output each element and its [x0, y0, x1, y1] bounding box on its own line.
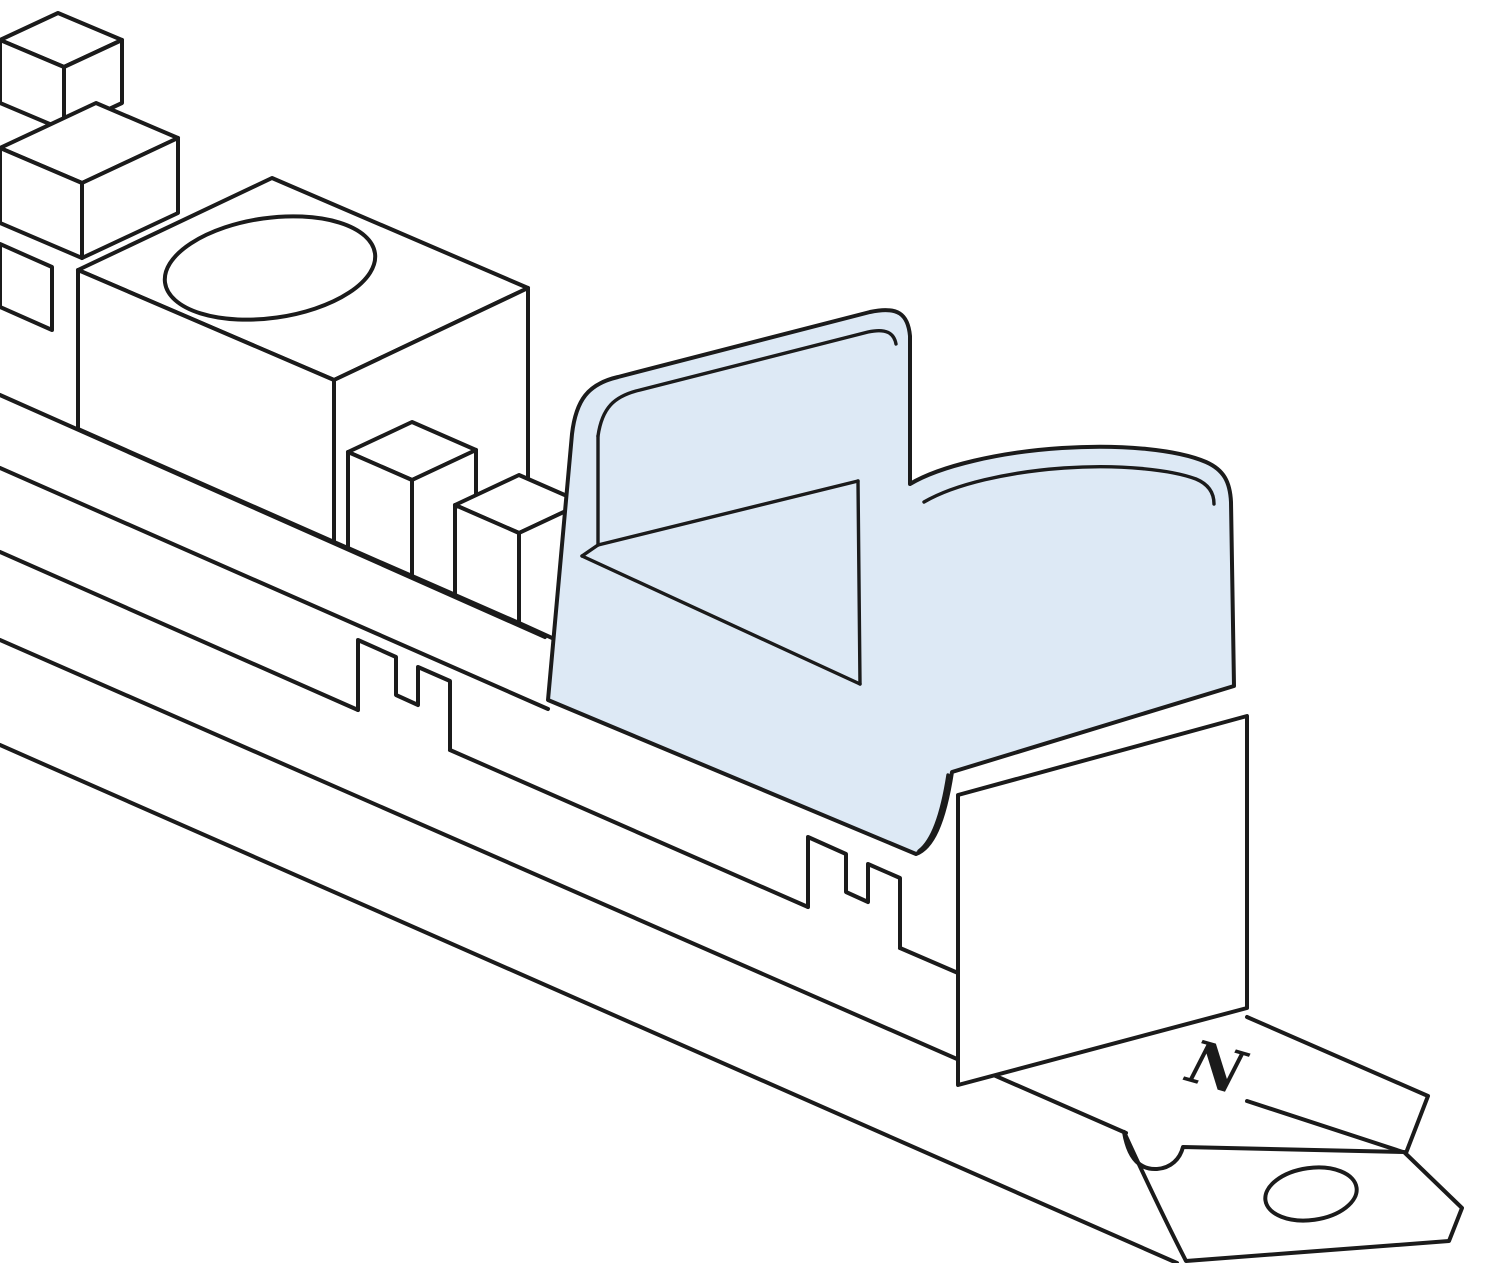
cover-vertical-fold: [856, 479, 862, 686]
rail-front-bottom-edge: [0, 638, 1128, 1135]
end-block-face: [956, 714, 1249, 1087]
terminal-hole: [162, 214, 378, 322]
rail-top-front-edge-4: [1245, 1099, 1408, 1155]
support-rail: [0, 393, 1430, 1263]
rail-top-front-edge-2: [448, 748, 810, 909]
comb-step: [0, 242, 54, 332]
cover-floor-front-edge: [580, 554, 862, 686]
protective-cover: [546, 308, 1236, 856]
rail-top-front-edge-3: [898, 946, 960, 975]
tab-hole: [1263, 1165, 1359, 1223]
comb-tooth-face: [80, 136, 180, 260]
rail-notch-2: [806, 835, 902, 950]
cover-floor-left-edge: [580, 543, 600, 558]
rail-lower-flange-edge: [0, 743, 1179, 1263]
cover-hem-right: [922, 465, 1216, 506]
drawing-lines: N: [0, 11, 1464, 1263]
rail-top-back-edge: [0, 466, 550, 711]
cover-wrap-inner-edge: [917, 773, 950, 853]
end-block: [956, 714, 1249, 1087]
cover-silhouette: [546, 308, 1236, 856]
cover-fold-floor: [596, 479, 860, 547]
rail-top-front-edge: [0, 550, 360, 712]
rail-top-back-edge-right: [1245, 1015, 1430, 1155]
busbar-comb-teeth: [0, 11, 180, 332]
end-mounting-tab: [1122, 1130, 1464, 1263]
rail-notch-1: [356, 638, 452, 752]
cover-hem-left: [596, 328, 898, 438]
